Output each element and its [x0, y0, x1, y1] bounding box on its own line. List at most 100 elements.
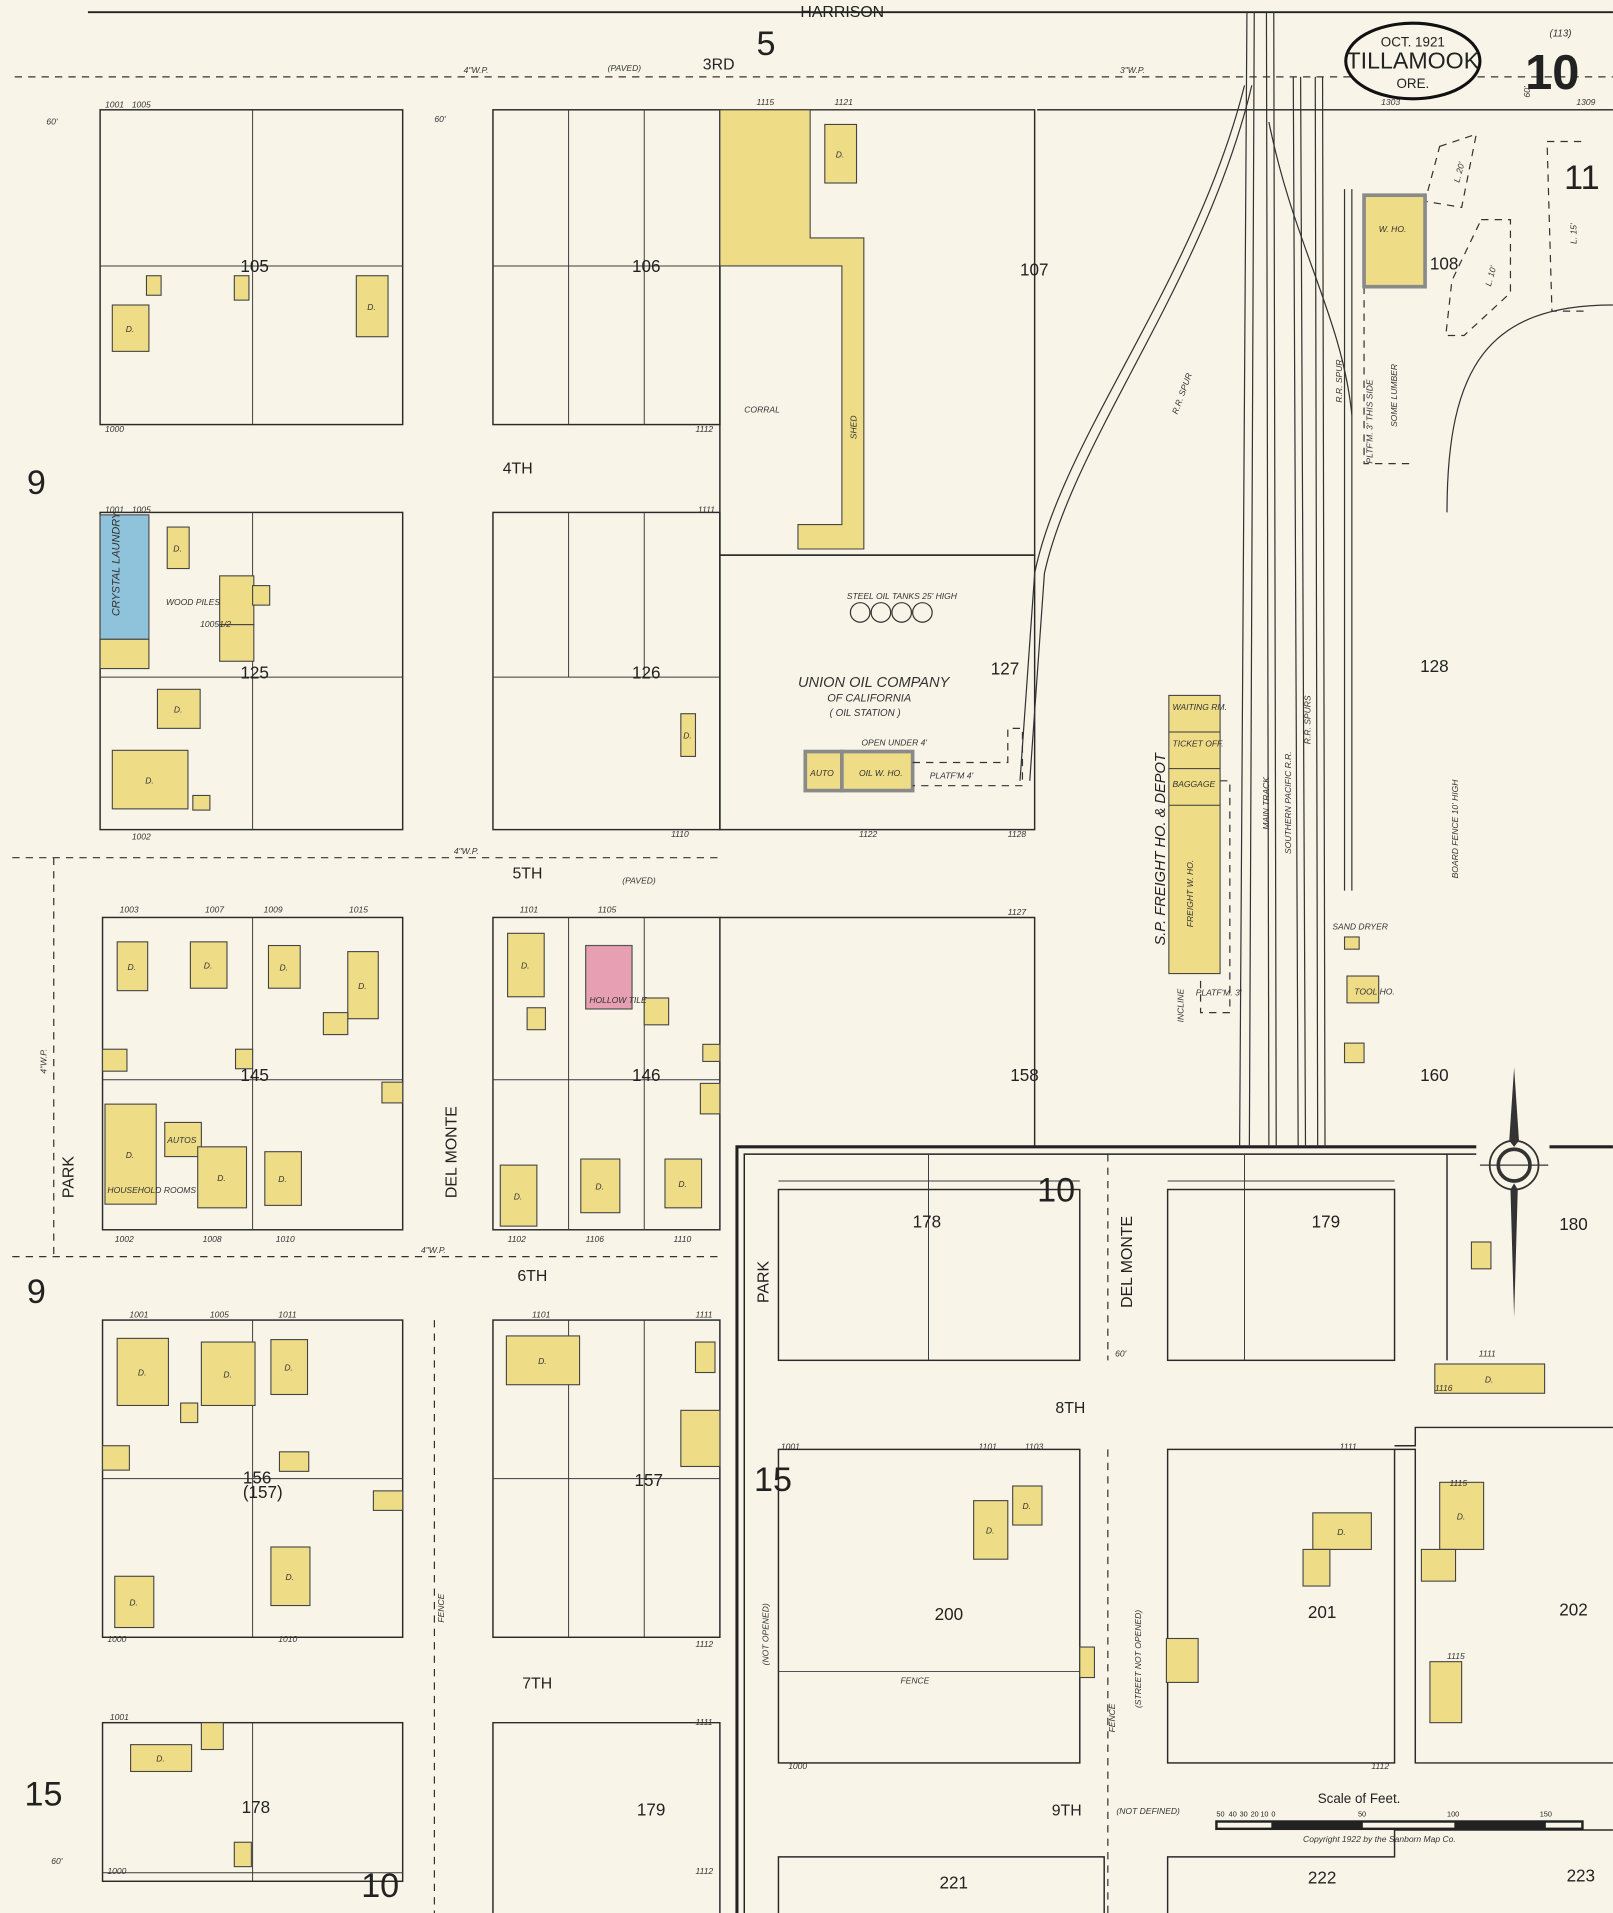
block-number: 223: [1567, 1866, 1596, 1885]
scale-tick-label: 150: [1540, 1810, 1552, 1819]
dwelling: [580, 1158, 621, 1214]
block-179-right: [1166, 1154, 1396, 1362]
water-pipe-label: 4"W.P.: [454, 846, 479, 856]
dwelling-label: D.: [1022, 1501, 1031, 1511]
block-number: 222: [1308, 1869, 1337, 1888]
outbuilding: [702, 1043, 721, 1062]
house-number: 1112: [695, 1639, 713, 1649]
rr-spurs-label: R.R. SPURS: [1302, 695, 1312, 744]
block-number: 128: [1420, 657, 1448, 676]
outbuilding: [381, 1081, 404, 1104]
outbuilding: [694, 1341, 716, 1374]
dwelling: [270, 1339, 309, 1396]
house-number: 1011: [278, 1310, 297, 1320]
fence-label: FENCE: [900, 1676, 929, 1686]
north-arrow-icon: [1479, 1067, 1549, 1318]
house-number: 1002: [132, 831, 151, 841]
dwelling-label: D.: [284, 1363, 293, 1373]
dwelling-label: D.: [514, 1191, 523, 1201]
house-number: 1000: [107, 1866, 126, 1876]
sheet-number: 10: [1525, 46, 1579, 100]
dwelling: [1012, 1485, 1043, 1526]
block-145: [101, 916, 404, 1231]
house-number: 1002: [115, 1234, 134, 1244]
dwelling: [189, 941, 228, 989]
outbuilding: [219, 575, 255, 626]
house-number: 1111: [1340, 1441, 1357, 1451]
dwelling-label: D.: [223, 1369, 232, 1379]
house-number: 1005: [210, 1310, 229, 1320]
paved-label: (PAVED): [608, 63, 642, 73]
ticket-office-label: TICKET OFF.: [1173, 739, 1224, 749]
house-number: 10051/2: [200, 619, 231, 629]
house-number: 1122: [859, 829, 878, 839]
adjoining-sheet: 9: [27, 1273, 46, 1311]
lumber-pile: [1424, 133, 1478, 209]
buildings-layer: D.D.D.D.D.D.D.D.D.D.D.D.D.D.D.D.D.D.D.D.…: [101, 123, 1546, 1868]
adjoining-sheet: 9: [27, 464, 46, 502]
dwelling: [116, 941, 149, 992]
dwelling: [166, 526, 190, 570]
house-number: 1008: [203, 1234, 222, 1244]
fence-label: FENCE: [1107, 1703, 1117, 1732]
city-name: TILLAMOOK: [1347, 47, 1480, 73]
block-106: [492, 109, 721, 426]
crystal-laundry: [99, 514, 150, 640]
house-number: 1005: [132, 504, 151, 514]
board-fence-label: BOARD FENCE 10' HIGH: [1450, 779, 1460, 879]
block-number: (157): [243, 1483, 283, 1502]
street-label-7th: 7TH: [522, 1676, 552, 1693]
paved-label: (PAVED): [622, 875, 656, 885]
house-number: 1112: [695, 1866, 713, 1876]
dwelling: [499, 1164, 538, 1227]
house-number: 1112: [1371, 1761, 1389, 1771]
block-127: [719, 554, 1036, 831]
block-number: 156: [243, 1469, 272, 1488]
dwelling-label: D.: [286, 1572, 295, 1582]
street-label-6th: 6TH: [517, 1268, 547, 1285]
union-oil-label: UNION OIL COMPANY: [798, 675, 951, 691]
outbuilding: [145, 275, 162, 296]
outbuilding: [252, 585, 271, 606]
adjoining-sheet: 11: [1564, 159, 1599, 197]
outbuilding: [322, 1012, 349, 1036]
block-178-right: [777, 1154, 1081, 1362]
house-number: 1010: [276, 1234, 295, 1244]
union-oil-use-label: ( OIL STATION ): [830, 708, 901, 719]
house-number: 1112: [695, 424, 713, 434]
house-number: 1110: [674, 1234, 692, 1244]
dwelling: [507, 932, 545, 998]
house-number: 1116: [1435, 1383, 1453, 1393]
scale-tick-label: 10: [1260, 1810, 1268, 1819]
dwelling: [156, 688, 201, 729]
street-label-3rd: 3RD: [703, 57, 735, 74]
house-number: 1115: [1449, 1478, 1467, 1488]
state-name: ORE.: [1396, 76, 1429, 91]
outbuilding: [643, 997, 670, 1026]
block-125: [99, 511, 404, 831]
dwelling: [505, 1335, 581, 1386]
outbuilding: [1420, 1548, 1457, 1582]
map-date: OCT. 1921: [1381, 34, 1445, 49]
dwelling-label: D.: [521, 961, 530, 971]
platform-this-side: PLTF'M. 3' THIS SIDE: [1365, 379, 1375, 463]
lumber-pile: [1445, 218, 1512, 337]
oil-tanks-label: STEEL OIL TANKS 25' HIGH: [847, 591, 958, 601]
main-track-label: MAIN TRACK: [1261, 777, 1271, 830]
dwelling: [355, 275, 389, 338]
dwelling: [111, 304, 150, 352]
house-number: 1105: [598, 905, 617, 915]
dwelling-label: D.: [595, 1182, 604, 1192]
dwelling-label: D.: [174, 704, 183, 714]
warehouse-label: W. HO.: [1379, 224, 1407, 234]
house-number: 1111: [1479, 1349, 1496, 1359]
dwelling-label: D.: [126, 324, 135, 334]
some-lumber: SOME LUMBER: [1389, 364, 1399, 427]
shed-building: [719, 109, 865, 550]
dwelling: [114, 1575, 155, 1629]
sheet-reference: (113): [1549, 29, 1571, 40]
house-number: 1010: [278, 1634, 297, 1644]
block-number: 201: [1308, 1603, 1337, 1622]
house-number: 1115: [1447, 1651, 1465, 1661]
